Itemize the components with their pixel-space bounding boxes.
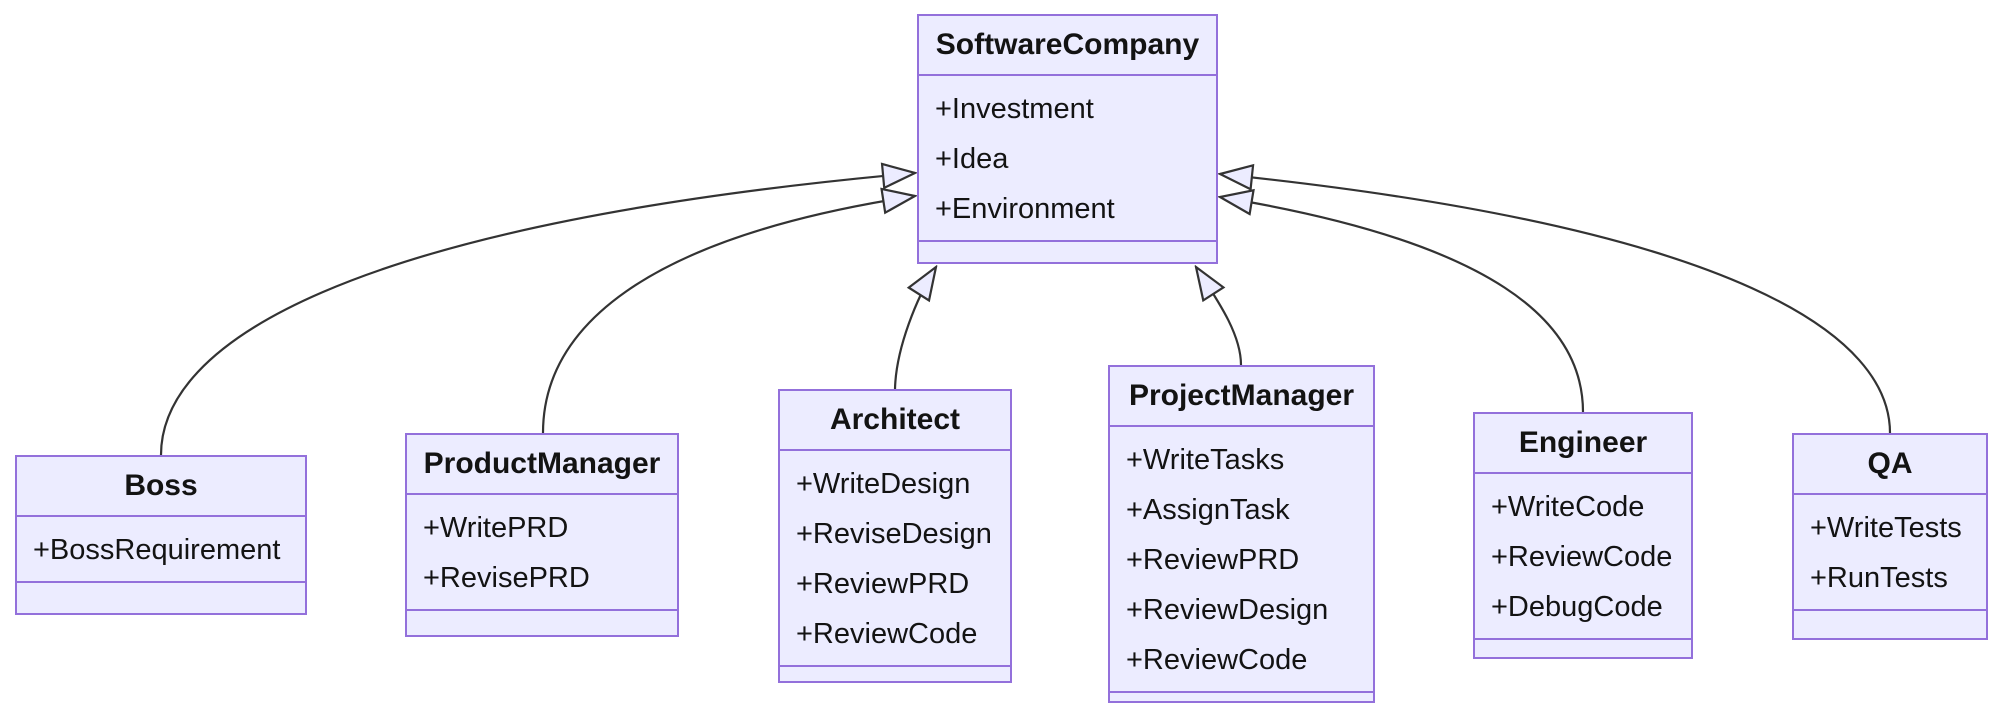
class-attributes: +WriteTasks +AssignTask +ReviewPRD +Revi… [1110, 427, 1373, 693]
class-attribute: +DebugCode [1491, 591, 1663, 623]
class-methods-empty [1110, 693, 1373, 703]
class-attribute: +ReviewCode [796, 618, 978, 650]
edge-boss-inheritance [159, 173, 915, 456]
class-methods-empty [1794, 611, 1986, 638]
class-title: Architect [780, 391, 1010, 451]
class-title: SoftwareCompany [919, 16, 1216, 76]
class-softwarecompany: SoftwareCompany +Investment +Idea +Envir… [917, 14, 1218, 264]
class-title: ProductManager [407, 435, 677, 495]
class-attribute: +WriteTests [1810, 512, 1962, 544]
class-attribute: +WriteCode [1491, 491, 1645, 523]
class-attributes: +BossRequirement [17, 517, 305, 583]
class-attributes: +Investment +Idea +Environment [919, 76, 1216, 242]
edge-architect-inheritance [893, 267, 936, 390]
class-title: Engineer [1475, 414, 1691, 474]
class-boss: Boss +BossRequirement [15, 455, 307, 615]
class-attribute: +WritePRD [423, 512, 569, 544]
class-methods-empty [780, 667, 1010, 681]
class-attribute: +RevisePRD [423, 562, 590, 594]
class-productmanager: ProductManager +WritePRD +RevisePRD [405, 433, 679, 637]
class-methods-empty [407, 611, 677, 635]
class-title: Boss [17, 457, 305, 517]
class-attribute: +ReviseDesign [796, 518, 992, 550]
class-qa: QA +WriteTests +RunTests [1792, 433, 1988, 640]
class-attribute: +ReviewDesign [1126, 594, 1329, 626]
class-methods-empty [919, 242, 1216, 262]
class-attribute: +BossRequirement [33, 534, 281, 566]
class-attributes: +WritePRD +RevisePRD [407, 495, 677, 611]
class-attributes: +WriteTests +RunTests [1794, 495, 1986, 611]
class-attribute: +WriteTasks [1126, 444, 1285, 476]
class-attribute: +ReviewCode [1126, 644, 1308, 676]
edge-qa-inheritance [1220, 174, 1892, 434]
edge-projectmanager-inheritance [1196, 267, 1243, 366]
class-title: QA [1794, 435, 1986, 495]
class-attribute: +RunTests [1810, 562, 1948, 594]
class-attribute: +ReviewPRD [1126, 544, 1300, 576]
class-attribute: +ReviewPRD [796, 568, 970, 600]
class-architect: Architect +WriteDesign +ReviseDesign +Re… [778, 389, 1012, 683]
class-attributes: +WriteDesign +ReviseDesign +ReviewPRD +R… [780, 451, 1010, 667]
class-attribute: +AssignTask [1126, 494, 1290, 526]
class-engineer: Engineer +WriteCode +ReviewCode +DebugCo… [1473, 412, 1693, 659]
class-attribute: +Idea [935, 143, 1009, 175]
class-attribute: +Investment [935, 93, 1094, 125]
class-attributes: +WriteCode +ReviewCode +DebugCode [1475, 474, 1691, 640]
class-projectmanager: ProjectManager +WriteTasks +AssignTask +… [1108, 365, 1375, 703]
class-attribute: +Environment [935, 193, 1115, 225]
class-attribute: +WriteDesign [796, 468, 971, 500]
edge-engineer-inheritance [1220, 197, 1585, 413]
edge-productmanager-inheritance [541, 196, 915, 434]
class-attribute: +ReviewCode [1491, 541, 1673, 573]
class-methods-empty [17, 583, 305, 613]
class-methods-empty [1475, 640, 1691, 657]
class-title: ProjectManager [1110, 367, 1373, 427]
